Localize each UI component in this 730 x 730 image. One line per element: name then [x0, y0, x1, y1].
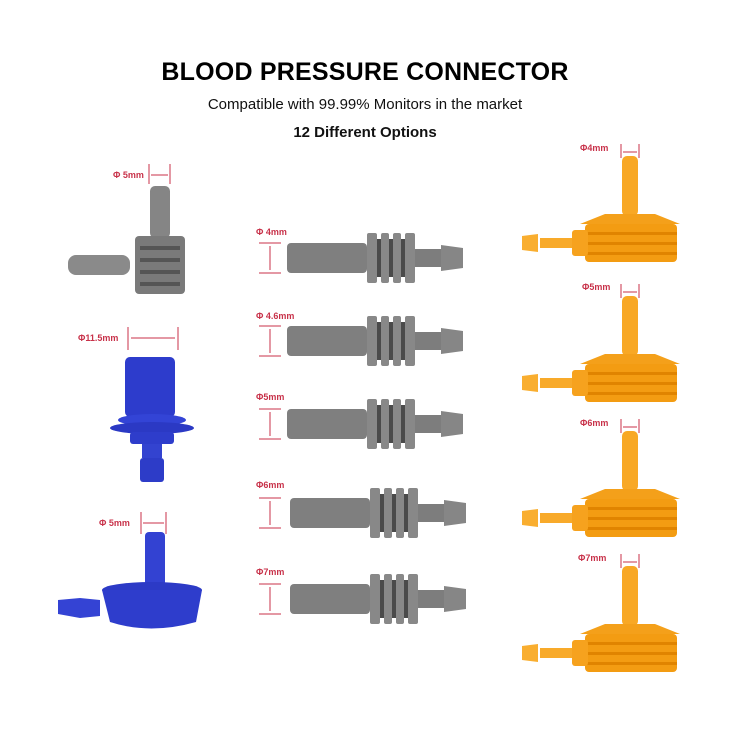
dimension-label: Φ7mm	[578, 553, 607, 563]
compatibility-subtitle: Compatible with 99.99% Monitors in the m…	[207, 96, 523, 113]
page-title: BLOOD PRESSURE CONNECTOR	[161, 58, 569, 86]
dimension-label: Φ6mm	[580, 418, 609, 428]
dimension-label: Φ4mm	[580, 143, 609, 153]
dimension-label: Φ 5mm	[99, 518, 130, 528]
dimension-label: Φ 5mm	[113, 170, 144, 180]
dimension-label: Φ 4mm	[256, 227, 287, 237]
dimension-label: Φ5mm	[256, 392, 285, 402]
dimension-label: Φ6mm	[256, 480, 285, 490]
dimension-label: Φ 4.6mm	[256, 311, 295, 321]
dimension-label: Φ11.5mm	[78, 333, 119, 343]
dimension-label: Φ5mm	[582, 282, 611, 292]
options-count: 12 Different Options	[293, 124, 437, 141]
dimension-label: Φ7mm	[256, 567, 285, 577]
